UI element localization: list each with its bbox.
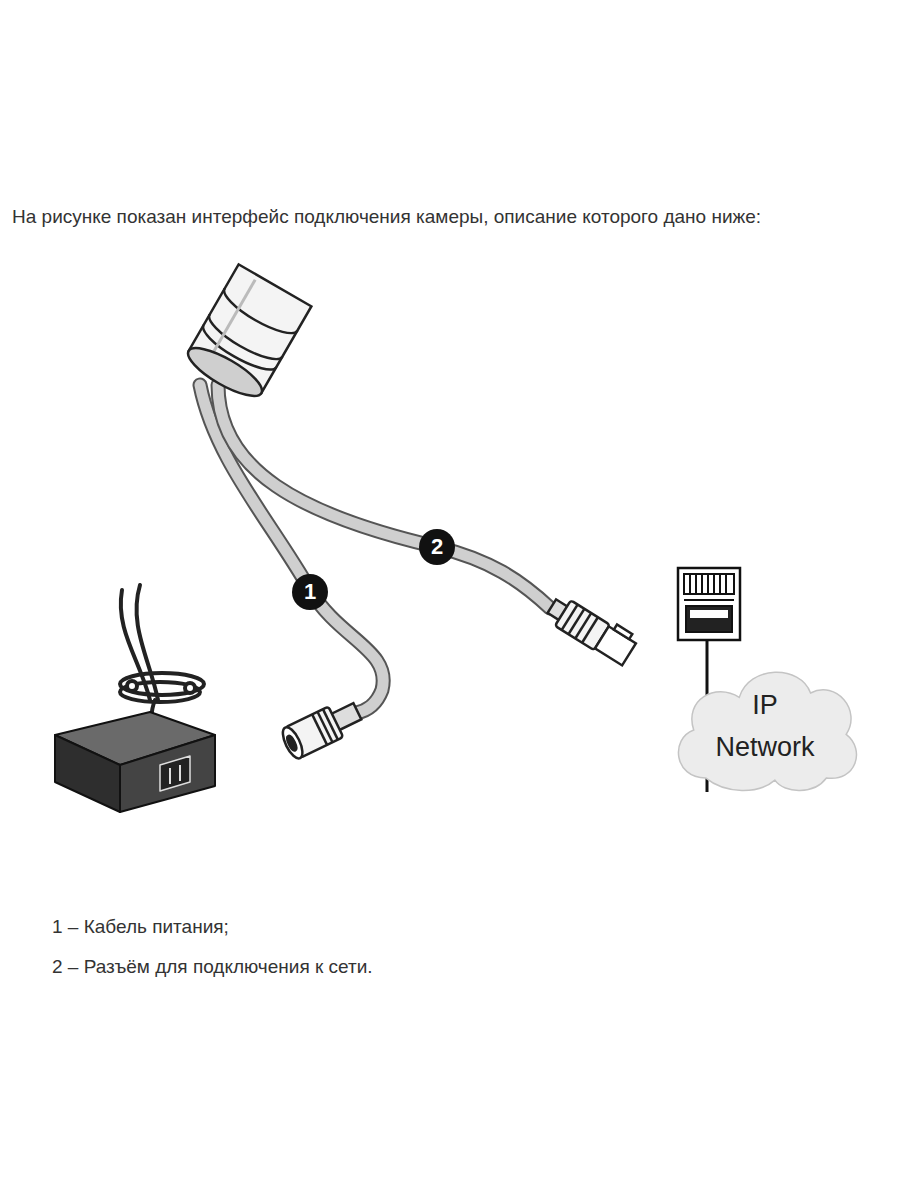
- legend-line: 2 – Разъём для подключения к сети.: [52, 956, 373, 978]
- callout-digit: 1: [304, 581, 316, 603]
- dc-jack: [279, 696, 365, 761]
- network-cloud: IP Network: [666, 656, 864, 798]
- adapter-cord: [120, 585, 204, 728]
- legend-line: 1 – Кабель питания;: [52, 916, 229, 938]
- network-jack: [678, 568, 740, 640]
- cables: [200, 385, 550, 713]
- callout-number: 1: [292, 574, 328, 610]
- cloud-label: IP Network: [710, 685, 820, 769]
- cloud-outline: [678, 673, 856, 791]
- intro-text: На рисунке показан интерфейс подключения…: [12, 206, 761, 228]
- camera-housing: [182, 264, 311, 404]
- callout-number: 2: [419, 529, 455, 565]
- power-adapter: [55, 712, 215, 812]
- cloud-shape: [666, 656, 864, 798]
- rj45-plug: [544, 590, 639, 667]
- callout-digit: 2: [431, 536, 443, 558]
